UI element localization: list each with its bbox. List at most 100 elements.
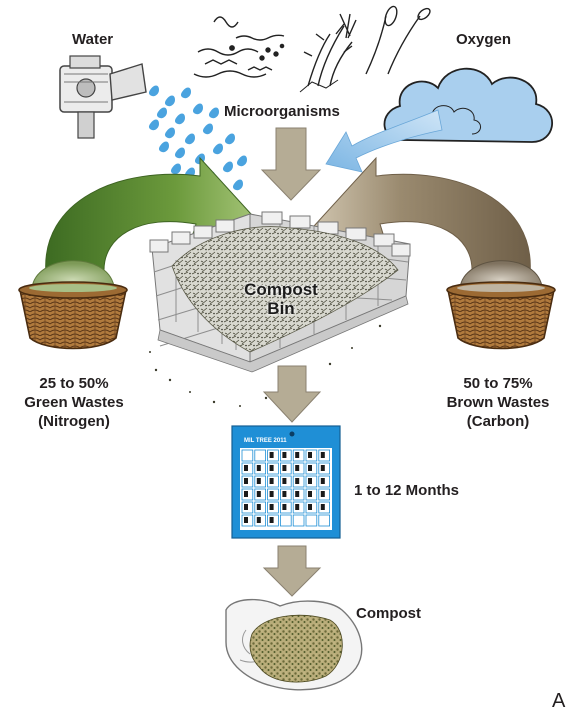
water-drop [232, 179, 243, 191]
panel-letter: A [552, 690, 566, 712]
calendar-cell [292, 501, 305, 514]
calendar-cell [267, 514, 279, 527]
calendar-cell [318, 514, 330, 527]
calendar-day-mark [320, 452, 325, 458]
water-drop [156, 107, 167, 119]
bin-to-calendar-arrow [262, 365, 322, 423]
sprinkler-icon [59, 55, 147, 139]
calendar-cell [305, 475, 318, 488]
calendar-day-mark [308, 452, 312, 458]
hands-icon [225, 599, 363, 691]
compost-bin-label-line1: Compost [244, 280, 318, 299]
water-drop [202, 123, 213, 135]
calendar-cell [279, 501, 292, 514]
calendar-cell [241, 449, 254, 462]
calendar-day-mark [269, 504, 274, 510]
water-drop [170, 163, 181, 175]
calendar-icon: MIL TREE 2011 [231, 425, 341, 539]
calendar-day-mark [295, 465, 300, 471]
basket-icon [18, 260, 128, 350]
calendar-cell [292, 488, 305, 501]
green-waste-arrow [45, 156, 263, 275]
water-drop [164, 127, 175, 139]
calendar-day-mark [320, 465, 325, 471]
duration-label: 1 to 12 Months [354, 482, 460, 499]
water-drop [158, 141, 169, 153]
compost-bin-label: Compost Bin [226, 280, 336, 318]
calendar-cell [305, 449, 318, 462]
calendar-cell [254, 462, 267, 475]
calendar-day-mark [282, 478, 287, 484]
microorganisms-label: Microorganisms [224, 103, 340, 120]
calendar-cell [305, 501, 318, 514]
calendar-day-mark [308, 504, 312, 510]
compost-label: Compost [356, 605, 421, 622]
calendar-day-mark [282, 452, 287, 458]
calendar-cell [267, 475, 279, 488]
calendar-cell [241, 462, 254, 475]
calendar-cell [254, 488, 267, 501]
water-label: Water [72, 31, 114, 48]
calendar-cell [318, 501, 330, 514]
calendar-cell [254, 514, 267, 527]
calendar-day-mark [269, 465, 274, 471]
calendar-cell [241, 475, 254, 488]
calendar-day-mark [295, 478, 300, 484]
calendar-day-mark [320, 491, 325, 497]
calendar-day-mark [256, 517, 261, 523]
water-drop [164, 95, 175, 107]
water-drop [148, 119, 159, 131]
calendar-cell [305, 514, 318, 527]
calendar-cell [267, 488, 279, 501]
compost-bin-icon [149, 211, 411, 407]
water-drop [224, 133, 235, 145]
microorganisms-arrow [260, 127, 322, 201]
calendar-day-mark [269, 517, 274, 523]
calendar-day-mark [244, 491, 248, 497]
water-drop [192, 103, 203, 115]
brown-waste-name: Brown Wastes [446, 394, 550, 411]
calendar-day-mark [295, 504, 300, 510]
water-drop [174, 147, 185, 159]
water-drop [174, 113, 185, 125]
microorganisms-icon [193, 5, 431, 93]
calendar-cell [279, 488, 292, 501]
calendar-day-mark [320, 478, 325, 484]
brown-waste-arrow [313, 156, 531, 275]
calendar-day-mark [308, 478, 312, 484]
water-drop [222, 161, 233, 173]
calendar-cell [318, 462, 330, 475]
calendar-day-mark [244, 465, 248, 471]
calendar-cell [318, 449, 330, 462]
calendar-day-mark [244, 478, 248, 484]
green-waste-name: Green Wastes [24, 394, 124, 411]
water-drop [184, 133, 195, 145]
calendar-cell [267, 501, 279, 514]
water-drop [208, 107, 219, 119]
calendar-header: MIL TREE 2011 [244, 438, 287, 444]
calendar-cell [279, 449, 292, 462]
calendar-cell [241, 514, 254, 527]
calendar-day-mark [320, 504, 325, 510]
calendar-cell [292, 475, 305, 488]
green-waste-nutrient: (Nitrogen) [38, 413, 110, 430]
calendar-cell [318, 475, 330, 488]
calendar-day-mark [269, 491, 274, 497]
brown-waste-label: 50 to 75% Brown Wastes (Carbon) [428, 374, 568, 431]
calendar-day-mark [256, 504, 261, 510]
calendar-day-mark [269, 478, 274, 484]
calendar-cell [279, 514, 292, 527]
calendar-cell [318, 488, 330, 501]
calendar-cell [292, 514, 305, 527]
calendar-day-mark [282, 504, 287, 510]
green-waste-percent: 25 to 50% [39, 375, 109, 392]
calendar-cell [254, 501, 267, 514]
calendar-day-mark [295, 491, 300, 497]
water-drop [148, 85, 159, 97]
calendar-day-mark [244, 517, 248, 523]
oxygen-label: Oxygen [456, 31, 512, 48]
calendar-day-mark [269, 452, 274, 458]
calendar-day-mark [244, 504, 248, 510]
calendar-cell [254, 475, 267, 488]
brown-waste-nutrient: (Carbon) [466, 413, 530, 430]
